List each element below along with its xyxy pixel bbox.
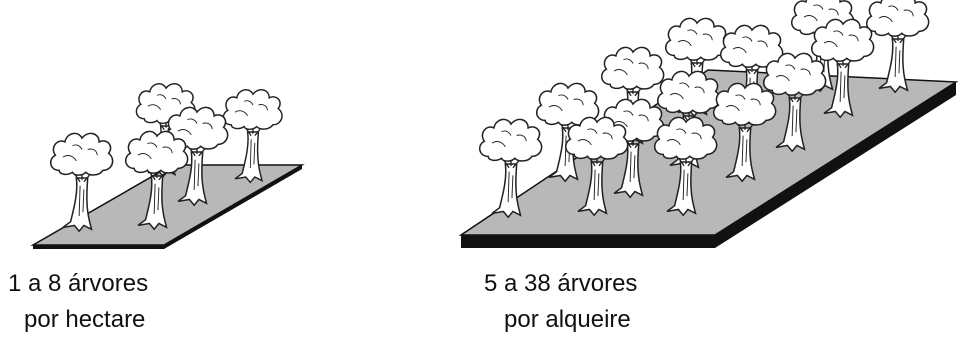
caption-hectare: 1 a 8 árvores por hectare xyxy=(8,266,148,338)
pasture-plot-hectare xyxy=(30,83,305,249)
caption-line-tree-range: 5 a 38 árvores xyxy=(484,270,638,297)
ground-side xyxy=(715,82,956,248)
caption-line-tree-range: 1 a 8 árvores xyxy=(8,270,149,297)
ground-edge xyxy=(461,235,715,248)
ground-side xyxy=(164,165,302,249)
caption-line-unit: por alqueire xyxy=(504,306,631,333)
caption-line-unit: por hectare xyxy=(24,306,146,333)
ground-edge xyxy=(33,245,164,249)
caption-alqueire: 5 a 38 árvores por alqueire xyxy=(484,266,637,338)
pasture-plot-alqueire xyxy=(458,0,959,248)
